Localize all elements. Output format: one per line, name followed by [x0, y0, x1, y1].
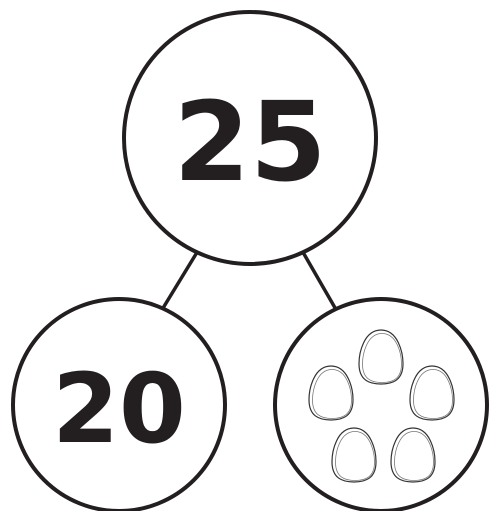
egg-icon [309, 366, 353, 420]
connector-left [160, 254, 196, 313]
egg-icon [410, 366, 454, 420]
right-part-circle [275, 299, 487, 511]
egg-icon [359, 330, 403, 384]
whole-circle: 25 [124, 12, 376, 264]
left-part-circle: 20 [13, 299, 225, 511]
egg-icon [391, 428, 435, 482]
left-part-number: 20 [52, 353, 186, 465]
connector-right [304, 254, 338, 313]
egg-icon [332, 428, 376, 482]
whole-number: 25 [173, 78, 326, 206]
